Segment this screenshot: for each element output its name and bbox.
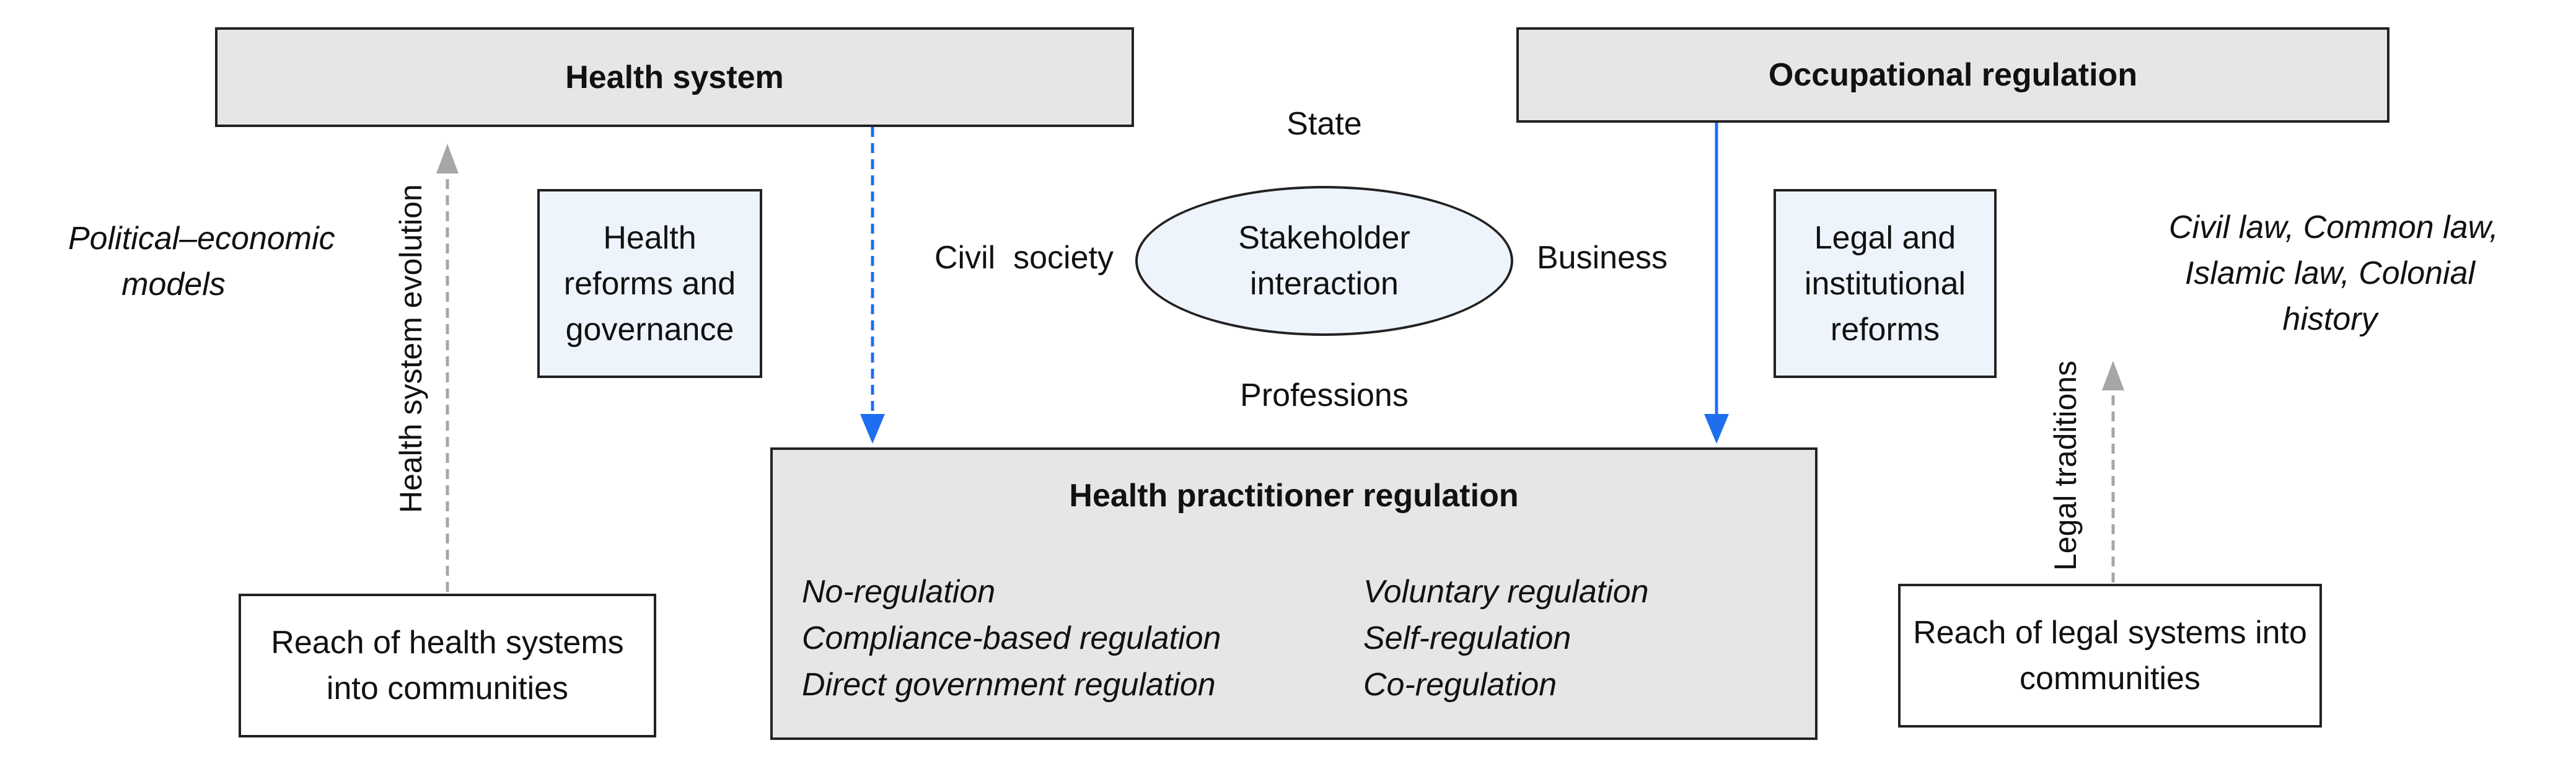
health-system-box: Health system [215,27,1134,127]
stakeholder-state-label: State [1286,106,1362,142]
regulation-item: Co-regulation [1363,667,1557,703]
health-reforms-line: reforms and [563,265,736,302]
political-economic-models-label: Political–economic models [68,216,335,307]
legal-reach-line: communities [2020,661,2200,697]
legal-reforms-line: reforms [1830,311,1940,348]
legal-systems-label: Civil law, Common law, Islamic law, Colo… [2169,205,2499,342]
stakeholder-interaction-ellipse: Stakeholder interaction [1135,186,1513,336]
health-system-title: Health system [565,59,784,95]
legal-reforms-box: Legal and institutional reforms [1774,189,1997,378]
stakeholder-line: Stakeholder [1238,220,1410,256]
legal-systems-line: history [2282,301,2378,337]
health-practitioner-regulation-title: Health practitioner regulation [1069,478,1519,514]
stakeholder-civil-society-label: Civil society [934,240,1114,276]
regulation-list-left: No-regulation Compliance-based regulatio… [802,569,1221,708]
legal-systems-line: Civil law, Common law, [2169,209,2499,245]
legal-reforms-line: institutional [1804,265,1966,302]
regulation-item: Direct government regulation [802,667,1216,703]
health-evolution-arrowhead [436,144,459,174]
legal-reforms-line: Legal and [1814,219,1956,256]
regulation-item: Compliance-based regulation [802,620,1221,656]
stakeholder-professions-label: Professions [1240,377,1409,413]
regulation-item: No-regulation [802,574,996,610]
legal-reach-box: Reach of legal systems into communities [1898,584,2322,728]
occupational-regulation-title: Occupational regulation [1768,57,2138,93]
legal-systems-line: Islamic law, Colonial [2184,255,2476,291]
health-reforms-line: governance [565,311,734,348]
regulation-list-right: Voluntary regulation Self-regulation Co-… [1363,569,1649,708]
regulation-item: Voluntary regulation [1363,574,1649,610]
occupational-arrowhead [1704,414,1729,444]
health-reach-line: Reach of health systems [271,625,624,661]
health-reach-box: Reach of health systems into communities [239,594,656,737]
legal-traditions-label: Legal traditions [2048,360,2083,571]
health-system-arrowhead [860,414,885,444]
legal-reach-line: Reach of legal systems into [1913,615,2307,651]
political-models-line: models [121,266,226,302]
political-models-line: Political–economic [68,221,335,257]
health-reforms-box: Health reforms and governance [537,189,762,378]
health-reforms-line: Health [603,219,697,256]
health-practitioner-regulation-box [770,447,1818,740]
regulation-item: Self-regulation [1363,620,1572,656]
legal-traditions-arrowhead [2102,361,2124,390]
occupational-regulation-box: Occupational regulation [1516,27,2389,123]
health-reach-line: into communities [326,671,569,706]
health-system-evolution-label: Health system evolution [393,184,428,513]
stakeholder-line: interaction [1250,266,1399,302]
stakeholder-business-label: Business [1537,240,1668,276]
